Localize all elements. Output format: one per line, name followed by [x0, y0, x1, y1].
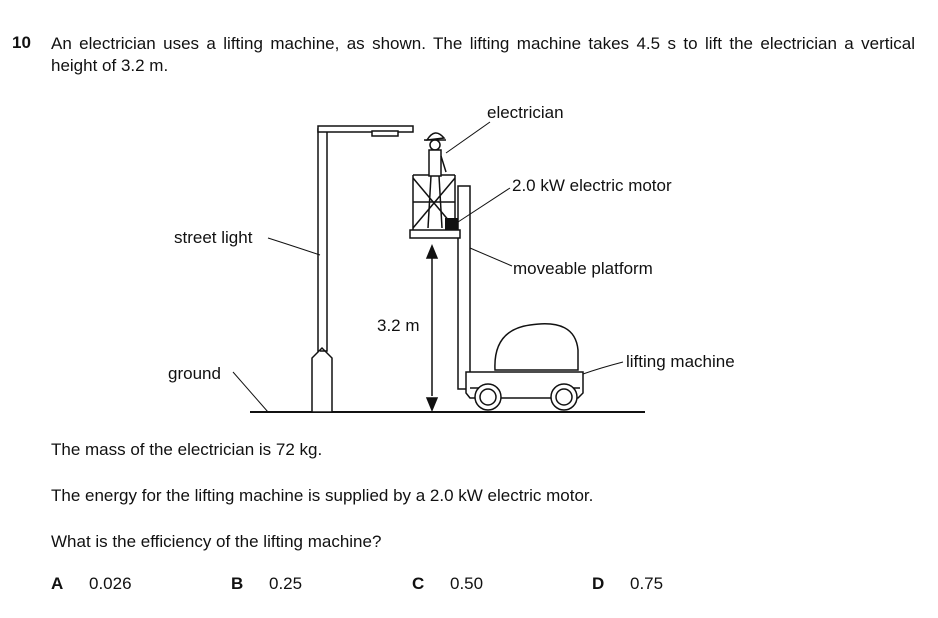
question-text: An electrician uses a lifting machine, a… [51, 34, 915, 75]
electric-motor [445, 218, 458, 230]
label-street-light: street light [174, 228, 253, 247]
label-electric-motor: 2.0 kW electric motor [512, 176, 672, 195]
leader-lines [232, 121, 624, 413]
option-value: 0.026 [89, 574, 132, 593]
label-electrician: electrician [487, 103, 564, 122]
option-c[interactable]: C 0.50 [412, 574, 483, 594]
option-letter: D [592, 574, 605, 593]
option-letter: B [231, 574, 244, 593]
option-value: 0.75 [630, 574, 664, 593]
paragraph-mass: The mass of the electrician is 72 kg. [51, 440, 323, 459]
electrician-figure [424, 132, 447, 229]
question-number: 10 [12, 33, 31, 52]
lifting-machine-body [465, 323, 584, 411]
option-letter: C [412, 574, 425, 593]
mast [457, 185, 471, 390]
option-b[interactable]: B 0.25 [231, 574, 302, 594]
paragraph-energy: The energy for the lifting machine is su… [51, 486, 594, 505]
label-lifting-machine: lifting machine [626, 352, 735, 371]
label-moveable-platform: moveable platform [513, 259, 653, 278]
option-letter: A [51, 574, 64, 593]
label-height: 3.2 m [377, 316, 420, 335]
option-value: 0.25 [269, 574, 303, 593]
option-value: 0.50 [450, 574, 484, 593]
paragraph-question: What is the efficiency of the lifting ma… [51, 532, 382, 551]
option-d[interactable]: D 0.75 [592, 574, 663, 594]
option-a[interactable]: A 0.026 [51, 574, 132, 594]
street-light [311, 125, 414, 413]
label-ground: ground [168, 364, 221, 383]
height-arrow [425, 244, 439, 412]
